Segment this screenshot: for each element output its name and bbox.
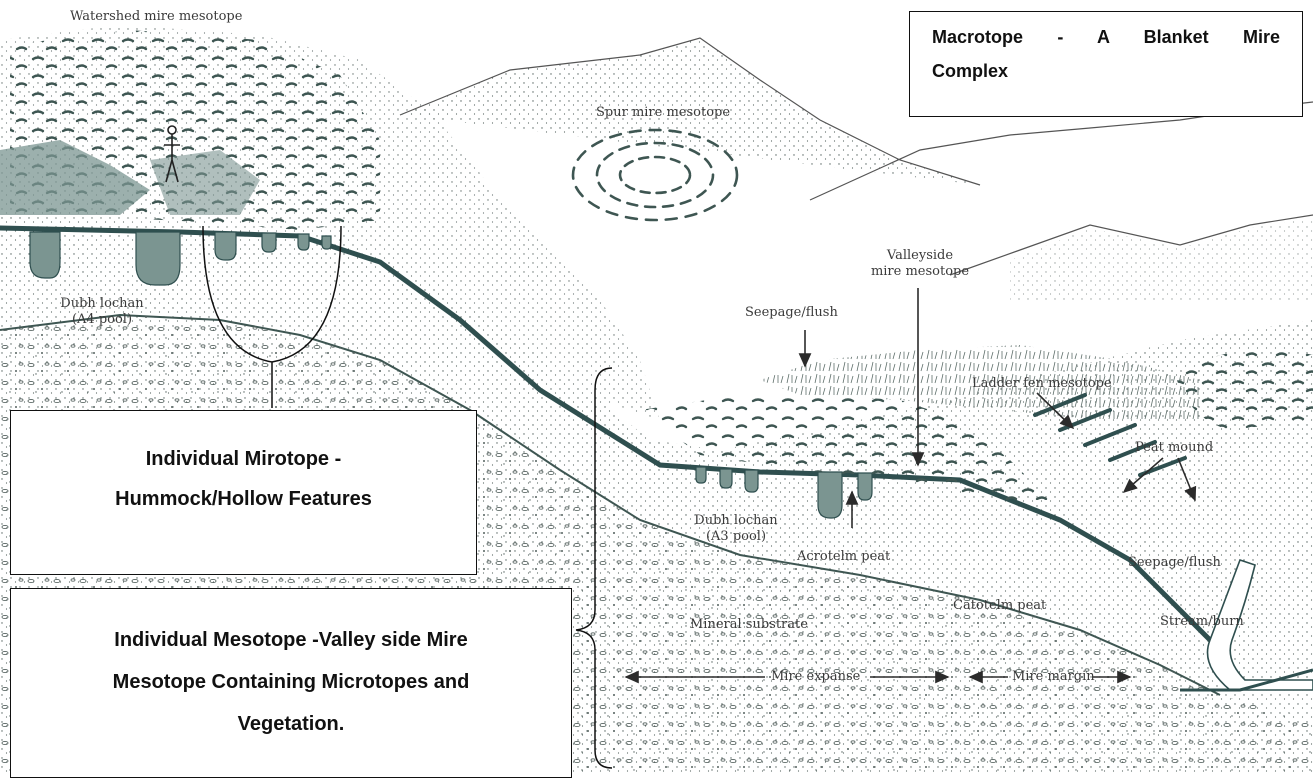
- label-dubh-a4-line2: (A4 pool): [52, 312, 152, 328]
- mesotope-box: Individual Mesotope -Valley side Mire Me…: [10, 588, 572, 778]
- label-spur: Spur mire mesotope: [596, 105, 730, 121]
- label-mire-expanse: Mire expanse: [771, 669, 860, 685]
- label-dubh-a4: Dubh lochan (A4 pool): [52, 296, 152, 328]
- spur-swirl: [573, 130, 737, 220]
- label-dubh-a3-line2: (A3 pool): [681, 529, 791, 545]
- mesotope-line1: Individual Mesotope -Valley side Mire: [11, 619, 571, 661]
- label-valleyside: Valleyside mire mesotope: [870, 248, 970, 280]
- mesotope-line3: Vegetation.: [11, 703, 571, 745]
- label-watershed: Watershed mire mesotope: [70, 9, 242, 25]
- label-dubh-a4-line1: Dubh lochan: [52, 296, 152, 312]
- label-acrotelm: Acrotelm peat: [797, 549, 890, 565]
- label-peat-mound: Peat mound: [1135, 440, 1213, 456]
- mesotope-line2: Mesotope Containing Microtopes and: [11, 661, 571, 703]
- label-seepage-lower: Seepage/flush: [1128, 555, 1221, 571]
- label-stream: Stream/burn: [1160, 614, 1244, 630]
- label-valleyside-line1: Valleyside: [870, 248, 970, 264]
- macrotope-box: Macrotope - A Blanket Mire Complex: [909, 11, 1303, 117]
- label-dubh-a3-line1: Dubh lochan: [681, 513, 791, 529]
- microtope-line1: Individual Mirotope -: [11, 439, 476, 479]
- label-dubh-a3: Dubh lochan (A3 pool): [681, 513, 791, 545]
- label-mineral: Mineral substrate: [690, 617, 808, 633]
- label-valleyside-line2: mire mesotope: [870, 264, 970, 280]
- label-mire-margin: Mire margin: [1012, 669, 1095, 685]
- label-ladder-fen: Ladder fen mesotope: [972, 376, 1112, 392]
- label-seepage-upper: Seepage/flush: [745, 305, 838, 321]
- microtope-box: Individual Mirotope - Hummock/Hollow Fea…: [10, 410, 477, 575]
- label-catotelm: Catotelm peat: [953, 598, 1046, 614]
- microtope-line2: Hummock/Hollow Features: [11, 479, 476, 519]
- hill-right-stipple: [1010, 218, 1313, 300]
- macrotope-line1: Macrotope - A Blanket Mire: [932, 20, 1280, 54]
- macrotope-line2: Complex: [932, 54, 1280, 88]
